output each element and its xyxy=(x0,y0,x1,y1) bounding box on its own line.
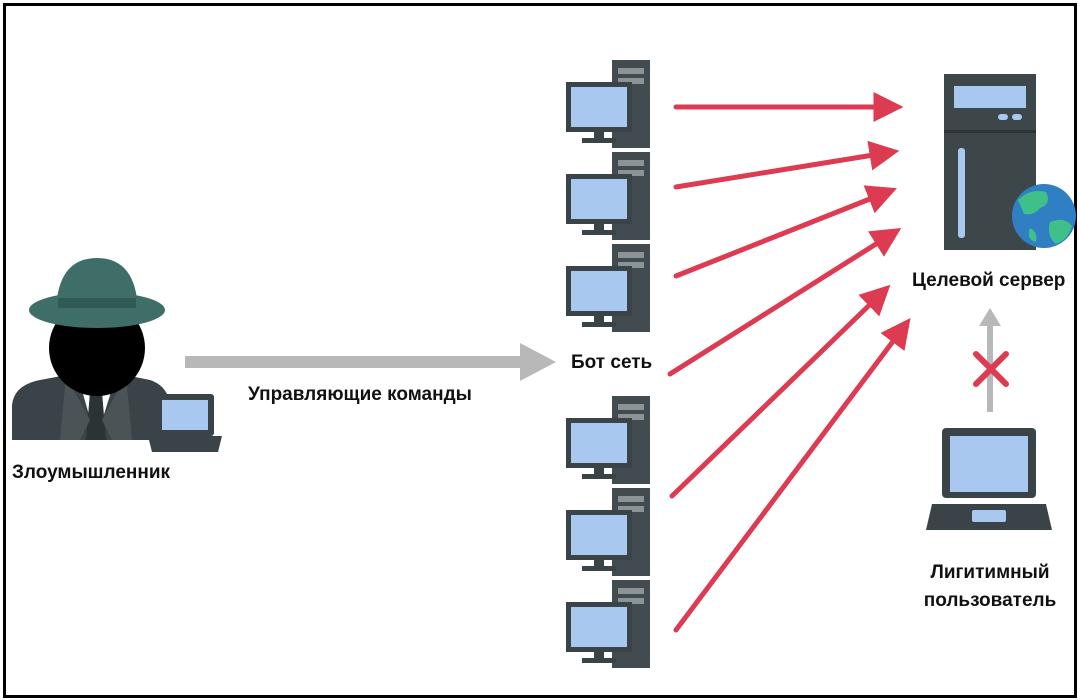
laptop-icon xyxy=(926,428,1052,530)
cross-icon xyxy=(973,351,1009,387)
botnet-label: Бот сеть xyxy=(571,352,653,373)
attack-arrow xyxy=(673,185,897,279)
attacker-label: Злоумышленник xyxy=(12,462,171,483)
attack-arrow xyxy=(669,284,891,499)
globe-icon xyxy=(1012,184,1076,248)
attack-arrow xyxy=(667,227,902,377)
attacker-laptop-icon xyxy=(148,394,222,452)
bot-computer-icon xyxy=(566,244,650,332)
legit-user-label-line2: пользователь xyxy=(923,590,1057,611)
hacker-icon xyxy=(12,258,170,440)
bot-computer-icon xyxy=(566,488,650,576)
bot-computer-icon xyxy=(566,580,650,668)
legit-user-label-line1: Лигитимный xyxy=(930,562,1050,583)
bot-computer-icon xyxy=(566,152,650,240)
attack-arrow xyxy=(673,318,911,633)
commands-label: Управляющие команды xyxy=(248,384,472,405)
bot-computer-icon xyxy=(566,60,650,148)
bot-computer-icon xyxy=(566,396,650,484)
target-server-label: Целевой сервер xyxy=(912,270,1066,291)
command-arrow xyxy=(185,343,556,381)
attack-arrow xyxy=(673,140,900,190)
